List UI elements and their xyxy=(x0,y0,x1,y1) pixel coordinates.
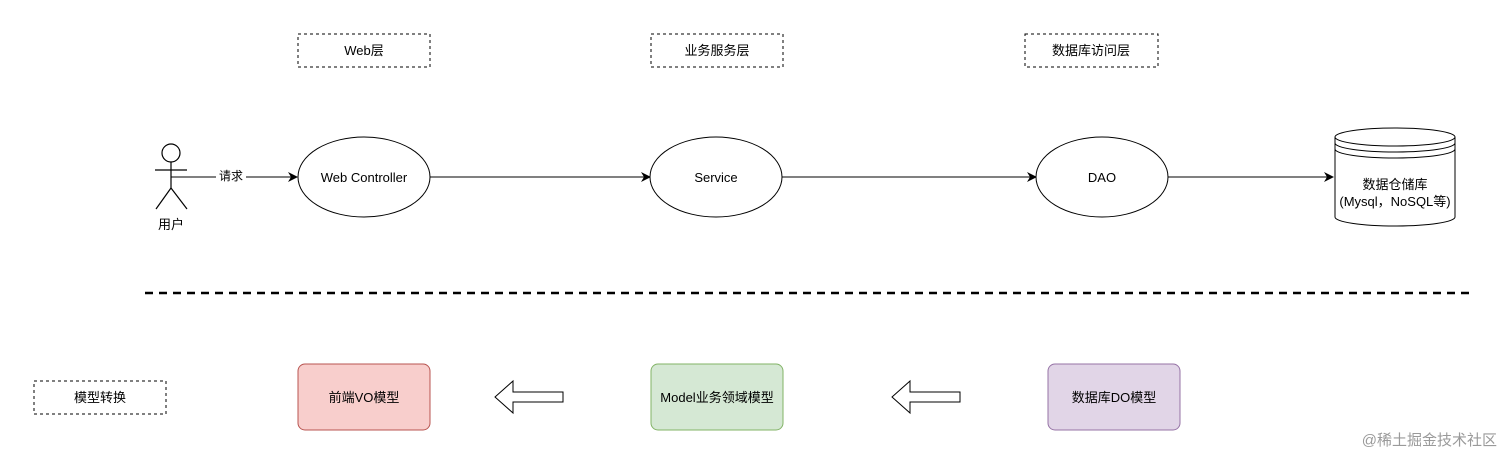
convert-arrow-icon xyxy=(494,379,564,415)
node-dao-label: DAO xyxy=(1088,170,1116,185)
layer-label-web: Web层 xyxy=(297,33,431,68)
node-web-controller: Web Controller xyxy=(297,136,431,218)
storage-label-line2: (Mysql，NoSQL等) xyxy=(1339,194,1450,209)
db-do-label: 数据库DO模型 xyxy=(1072,390,1157,405)
layer-label-dao: 数据库访问层 xyxy=(1024,33,1159,68)
request-label-bg xyxy=(216,168,246,184)
storage-cylinder-icon xyxy=(1334,127,1456,227)
frontend-vo-box: 前端VO模型 xyxy=(297,363,431,431)
node-service-label: Service xyxy=(694,170,737,185)
domain-model-label: Model业务领域模型 xyxy=(660,390,773,405)
node-web-controller-label: Web Controller xyxy=(321,170,408,185)
node-dao: DAO xyxy=(1035,136,1169,218)
storage-label-line1: 数据仓储库 xyxy=(1362,177,1427,192)
db-do-box: 数据库DO模型 xyxy=(1047,363,1181,431)
node-service: Service xyxy=(649,136,783,218)
user-actor-icon xyxy=(155,143,188,210)
layer-label-dao-text: 数据库访问层 xyxy=(1052,43,1130,58)
domain-model-box: Model业务领域模型 xyxy=(650,363,784,431)
convert-arrow-icon xyxy=(891,379,961,415)
model-conversion-label: 模型转换 xyxy=(33,380,167,415)
user-actor-label: 用户 xyxy=(158,217,184,232)
layer-label-web-text: Web层 xyxy=(344,43,384,58)
frontend-vo-label: 前端VO模型 xyxy=(329,390,400,405)
layer-label-service: 业务服务层 xyxy=(650,33,784,68)
request-label: 请求 xyxy=(219,169,243,183)
layer-label-service-text: 业务服务层 xyxy=(684,43,749,58)
model-conversion-title: 模型转换 xyxy=(74,390,126,405)
watermark: @稀土掘金技术社区 xyxy=(1362,432,1497,449)
